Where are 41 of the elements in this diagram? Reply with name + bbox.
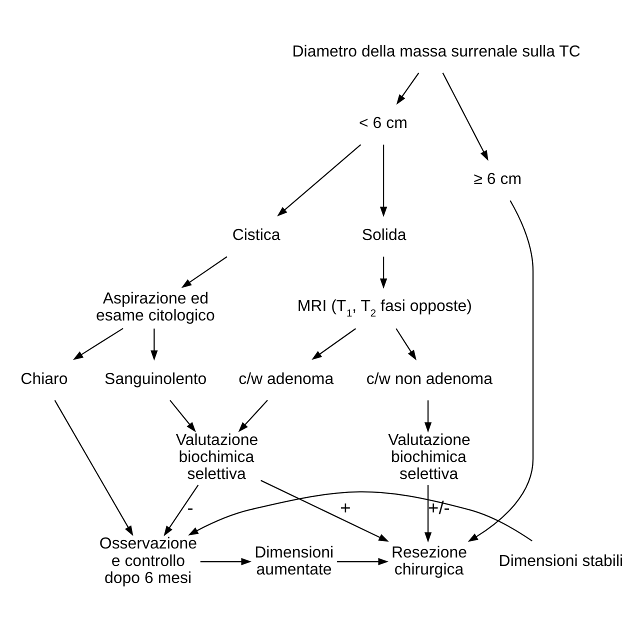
arrow [72, 328, 124, 360]
node-text: Solida [362, 227, 406, 244]
arrow [312, 328, 356, 360]
node-text: ≥ 6 cm [474, 171, 522, 188]
arrow [396, 328, 416, 360]
edge-label: + [340, 497, 351, 518]
node-text: Resezione chirurgica [392, 544, 467, 578]
arrow [424, 485, 432, 543]
arrow [188, 491, 532, 542]
arrow [380, 256, 388, 289]
arrow [337, 558, 389, 566]
node-text: c/w adenoma [238, 370, 334, 388]
node-text: Diametro della massa surrenale sulla TC [292, 43, 580, 60]
arrow [396, 72, 420, 105]
node-text: c/w non adenoma [366, 370, 492, 388]
edge-label: - [187, 497, 194, 518]
node-text: Cistica [232, 227, 280, 244]
arrow [54, 400, 134, 536]
arrow [260, 480, 389, 542]
arrow [442, 72, 488, 161]
node-text: Valutazione biochimica selettiva [176, 432, 258, 484]
node-text: Chiaro [20, 370, 68, 388]
arrow [277, 144, 362, 216]
arrow [181, 256, 228, 288]
node-text: Aspirazione ed esame citologico [96, 290, 215, 324]
node-text: MRI (T$_{1}$, T$_{2}$ fasi opposte) [297, 298, 472, 320]
node-text: Dimensioni aumentate [254, 544, 334, 578]
node-text: Dimensioni stabili [498, 552, 624, 570]
arrow [238, 400, 268, 432]
arrow [380, 144, 388, 217]
node-text: Valutazione biochimica selettiva [388, 432, 470, 484]
arrow [150, 328, 158, 361]
arrow [164, 484, 199, 536]
arrow [424, 400, 432, 433]
arrow [170, 400, 196, 432]
edge-label: +/- [428, 497, 450, 518]
node-text: Sanguinolento [104, 370, 207, 388]
node-text: Osservazione e controllo dopo 6 mesi [99, 536, 198, 587]
arrow [200, 558, 252, 566]
node-text: < 6 cm [359, 115, 408, 132]
arrow [468, 200, 534, 542]
